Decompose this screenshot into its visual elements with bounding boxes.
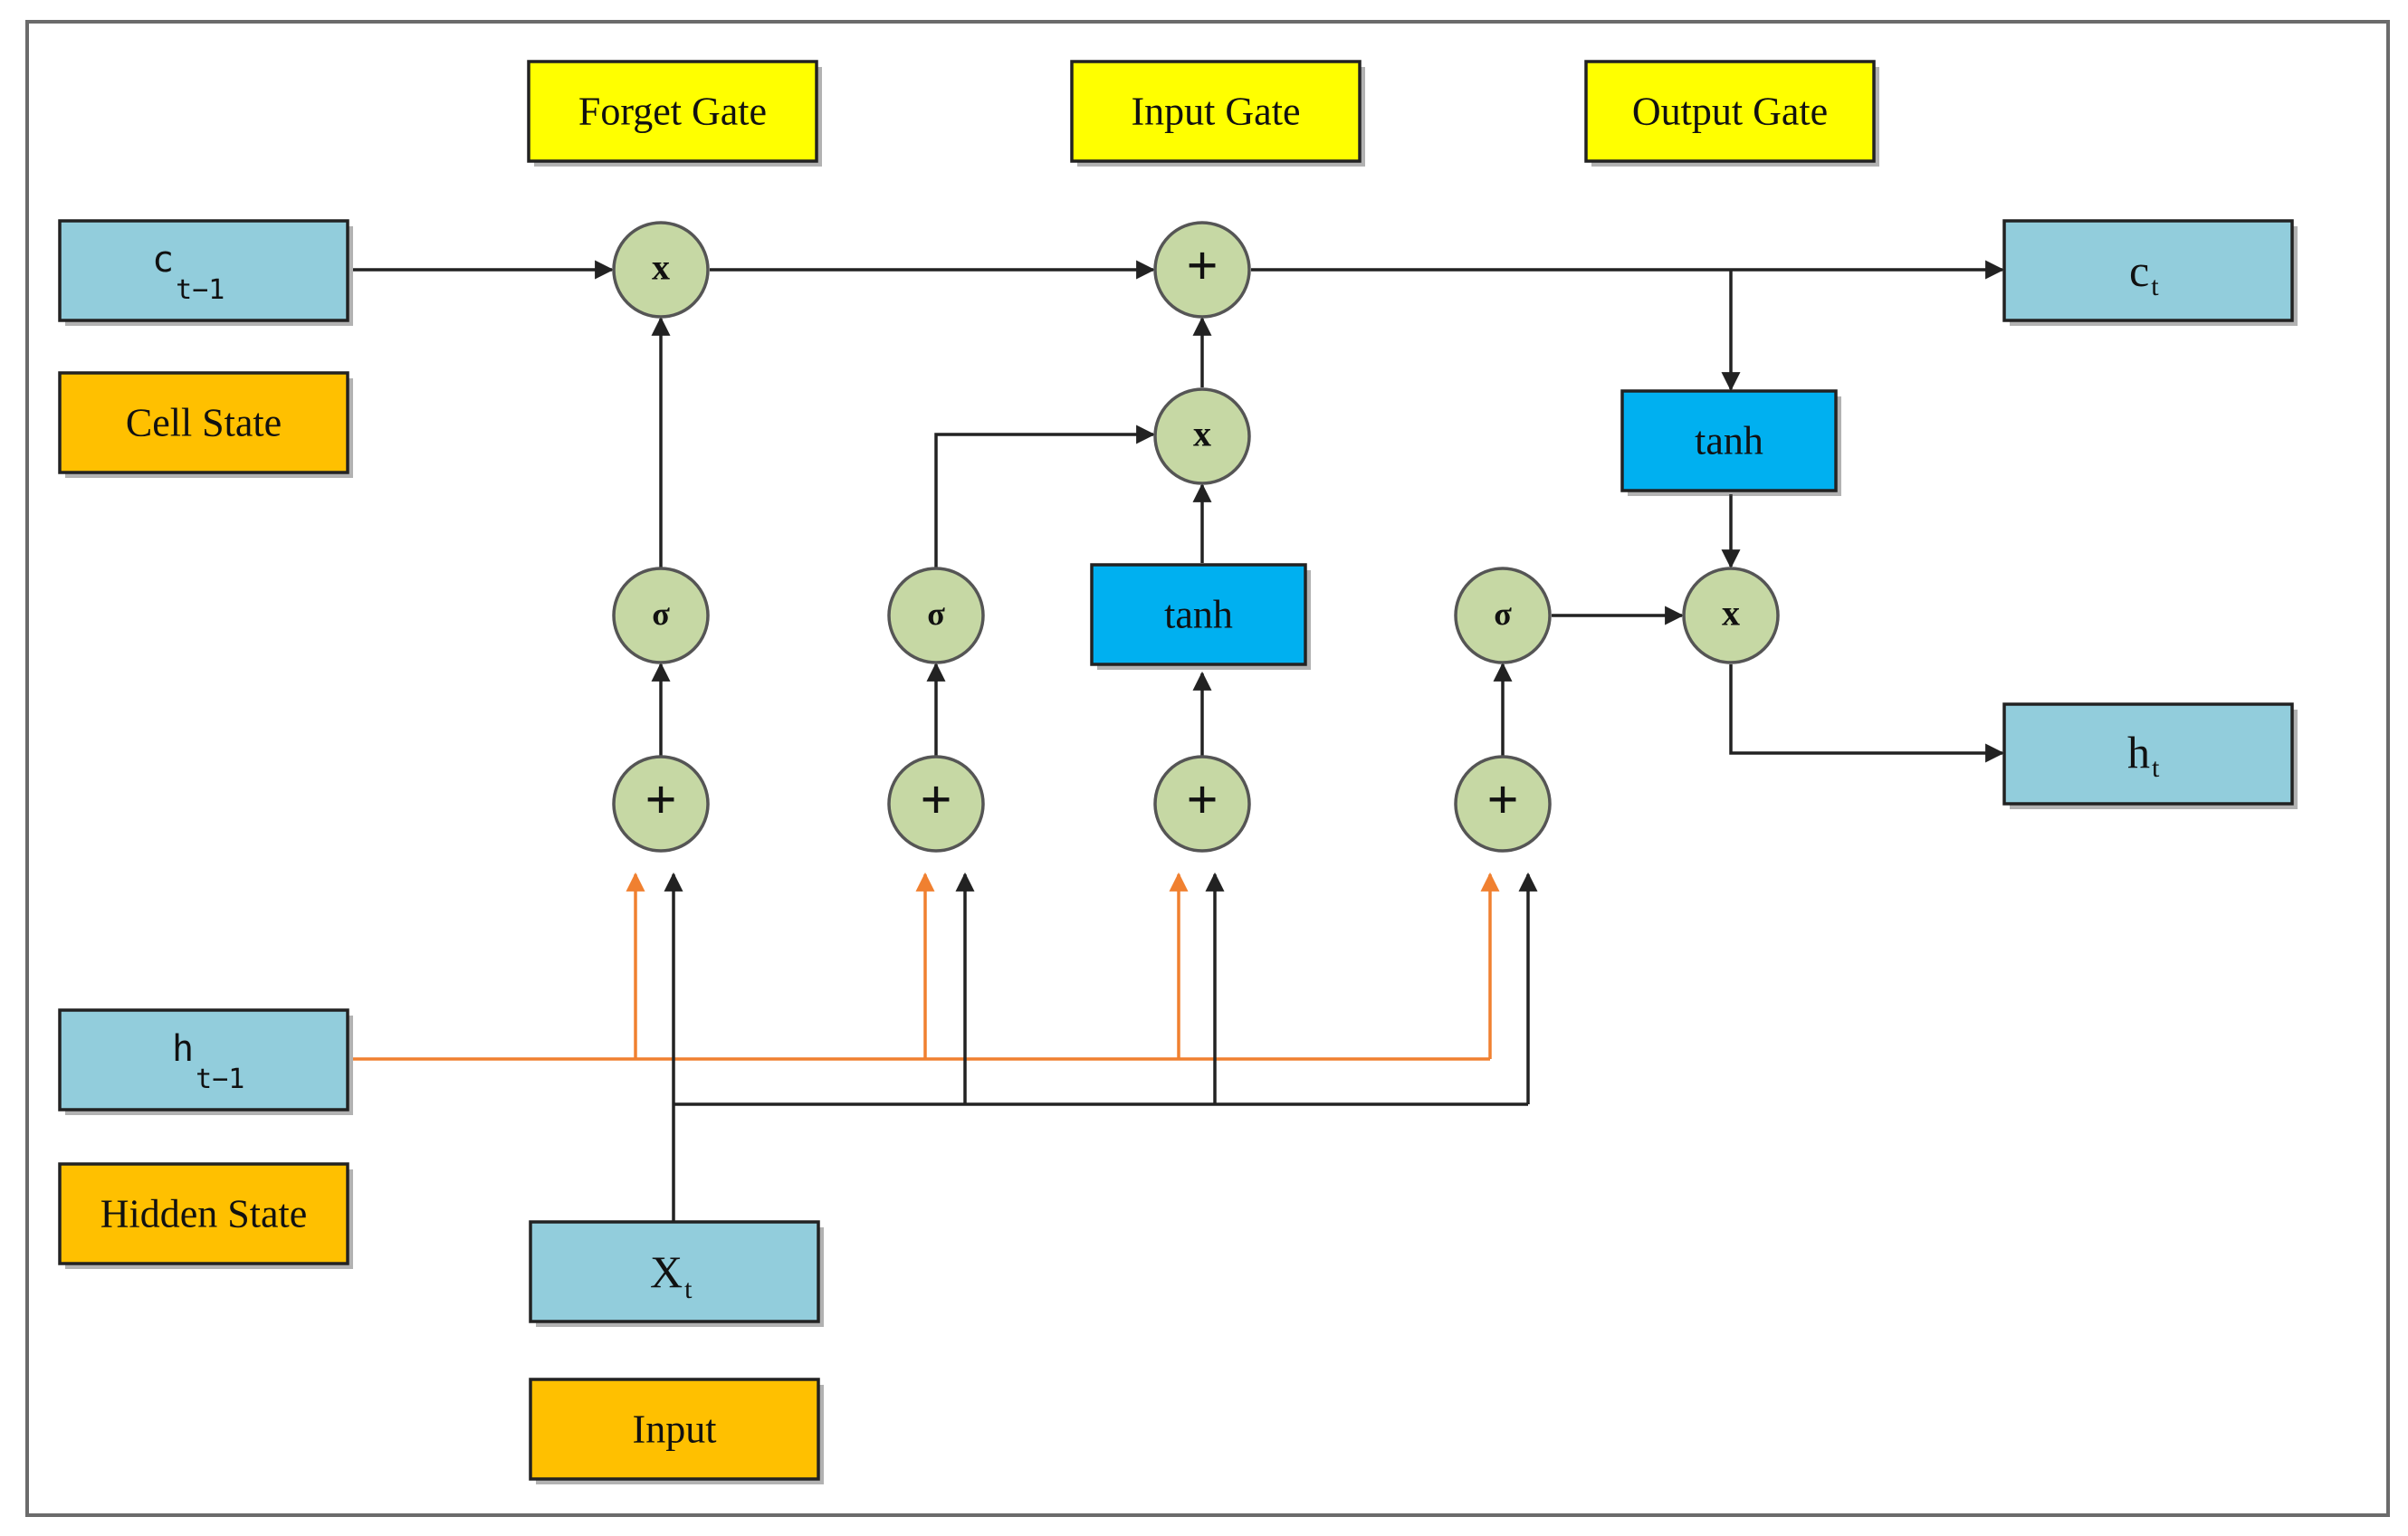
candidate-tanh-text: tanh — [1164, 593, 1233, 637]
input-multiply-op: x — [1153, 387, 1251, 485]
cell-state-prev-box: ct−1 — [58, 219, 353, 326]
input-xt-label: Xt — [650, 1246, 693, 1304]
input-xt-box: Xt — [529, 1220, 824, 1327]
candidate-add-symbol: + — [1186, 769, 1218, 831]
cell-add-op: + — [1153, 221, 1251, 319]
cell-state-prev-label: ct−1 — [152, 239, 225, 306]
arrow-input-sigma-to-mult — [934, 425, 1156, 568]
gate-input-text: Input Gate — [1132, 90, 1301, 134]
gate-output-label: Output Gate — [1584, 60, 1879, 167]
gate-forget-label: Forget Gate — [527, 60, 822, 167]
candidate-tanh-box: tanh — [1090, 563, 1311, 670]
input-multiply-symbol: x — [1193, 414, 1211, 454]
hidden-state-out-label: ht — [2127, 727, 2160, 783]
output-tanh-text: tanh — [1695, 419, 1763, 463]
output-add-op: + — [1454, 755, 1552, 853]
gate-forget-text: Forget Gate — [578, 90, 767, 134]
connections — [353, 260, 2005, 1222]
hidden-state-prev-box: ht−1 — [58, 1008, 353, 1115]
input-add-symbol: + — [920, 769, 951, 831]
forget-add-symbol: + — [645, 769, 676, 831]
hidden-state-prev-label: ht−1 — [172, 1028, 244, 1095]
forget-multiply-symbol: x — [652, 247, 670, 288]
forget-sigmoid-op: σ — [612, 567, 710, 664]
gate-output-text: Output Gate — [1632, 90, 1828, 134]
legend-input: Input — [529, 1378, 824, 1484]
output-tanh-box: tanh — [1620, 389, 1841, 496]
legend-cell-state: Cell State — [58, 371, 353, 478]
forget-multiply-op: x — [612, 221, 710, 319]
candidate-add-op: + — [1153, 755, 1251, 853]
forget-add-op: + — [612, 755, 710, 853]
output-multiply-symbol: x — [1722, 593, 1740, 634]
output-sigmoid-op: σ — [1454, 567, 1552, 664]
legend-hidden-state-text: Hidden State — [100, 1192, 308, 1236]
forget-sigmoid-symbol: σ — [652, 596, 670, 632]
legend-input-text: Input — [633, 1407, 717, 1452]
cell-add-symbol: + — [1186, 235, 1218, 297]
input-sigmoid-symbol: σ — [927, 596, 945, 632]
cell-state-out-label: ct — [2129, 245, 2159, 301]
output-multiply-op: x — [1682, 567, 1780, 664]
input-add-op: + — [887, 755, 985, 853]
legend-hidden-state: Hidden State — [58, 1162, 353, 1269]
legend-cell-state-text: Cell State — [126, 401, 282, 445]
gate-input-label: Input Gate — [1070, 60, 1365, 167]
cell-state-out-box: ct — [2002, 219, 2298, 326]
arrow-output-mult-to-ht — [1729, 664, 2005, 763]
output-add-symbol: + — [1486, 769, 1518, 831]
output-sigmoid-symbol: σ — [1494, 596, 1512, 632]
hidden-state-out-box: ht — [2002, 702, 2298, 809]
input-sigmoid-op: σ — [887, 567, 985, 664]
